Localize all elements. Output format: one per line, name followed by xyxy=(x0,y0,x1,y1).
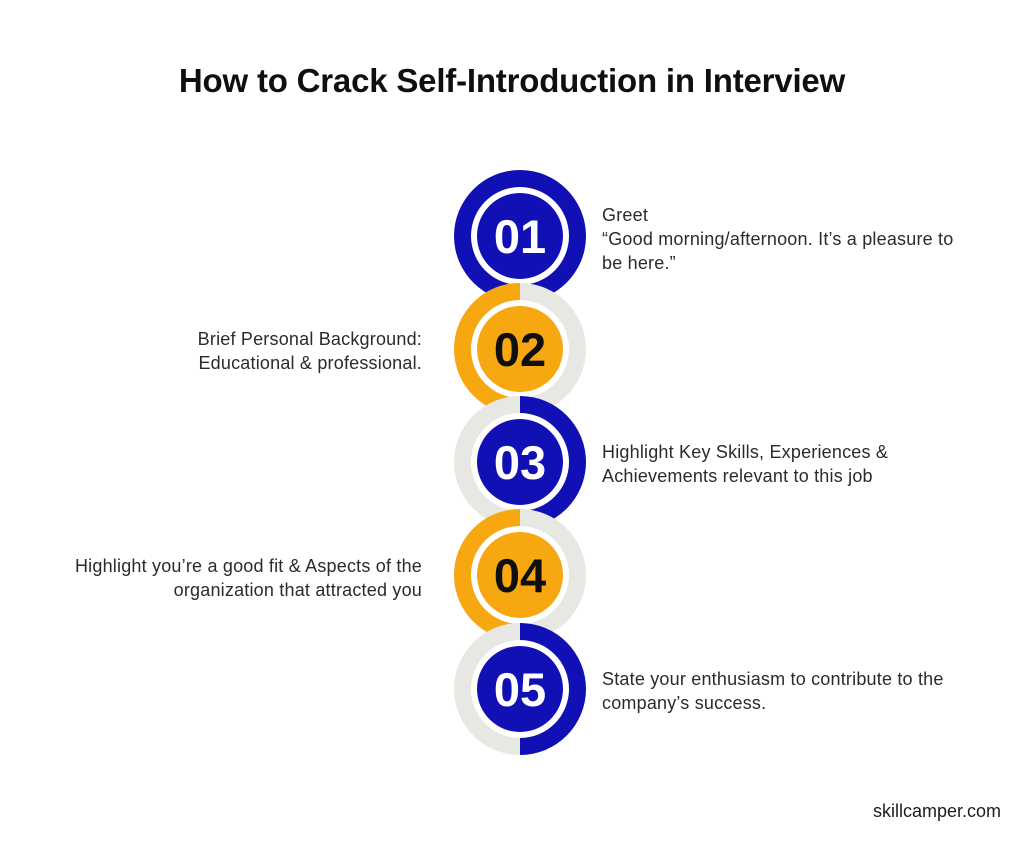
step-3-inner-circle xyxy=(477,419,563,505)
step-4: 04 xyxy=(454,509,586,641)
step-5-caption: State your enthusiasm to contribute to t… xyxy=(602,667,944,715)
step-1-caption-line-1: Greet xyxy=(602,205,649,225)
step-4-number: 04 xyxy=(494,549,546,602)
step-5-caption-line-2: company’s success. xyxy=(602,693,767,713)
step-1-inner-circle xyxy=(477,193,563,279)
step-2-caption-line-2: Educational & professional. xyxy=(198,353,422,373)
step-5: 05 xyxy=(454,623,586,755)
step-3-number: 03 xyxy=(494,436,546,489)
step-2: 02 xyxy=(454,283,586,415)
step-5-caption-line-1: State your enthusiasm to contribute to t… xyxy=(602,669,944,689)
step-2-number: 02 xyxy=(494,323,546,376)
step-4-caption-line-2: organization that attracted you xyxy=(173,580,422,600)
step-1: 01 xyxy=(454,170,586,302)
step-3-caption: Highlight Key Skills, Experiences & Achi… xyxy=(602,440,888,488)
step-4-caption-line-1: Highlight you’re a good fit & Aspects of… xyxy=(74,556,422,576)
step-3: 03 xyxy=(454,396,586,528)
step-1-caption-line-3: be here.” xyxy=(602,253,676,273)
page-title: How to Crack Self-Introduction in Interv… xyxy=(178,62,846,99)
step-1-caption-line-2: “Good morning/afternoon. It’s a pleasure… xyxy=(602,229,954,249)
step-2-inner-circle xyxy=(477,306,563,392)
step-1-caption: Greet “Good morning/afternoon. It’s a pl… xyxy=(602,203,953,275)
step-3-caption-line-1: Highlight Key Skills, Experiences & xyxy=(602,442,889,462)
step-2-caption: Brief Personal Background: Educational &… xyxy=(198,327,422,375)
step-2-caption-line-1: Brief Personal Background: xyxy=(197,329,422,349)
step-4-inner-circle xyxy=(477,532,563,618)
step-4-caption: Highlight you’re a good fit & Aspects of… xyxy=(75,554,422,602)
step-5-number: 05 xyxy=(494,663,546,716)
footer-site-link[interactable]: skillcamper.com xyxy=(872,801,1001,821)
step-1-number: 01 xyxy=(494,210,546,263)
step-3-caption-line-2: Achievements relevant to this job xyxy=(602,466,873,486)
step-5-inner-circle xyxy=(477,646,563,732)
